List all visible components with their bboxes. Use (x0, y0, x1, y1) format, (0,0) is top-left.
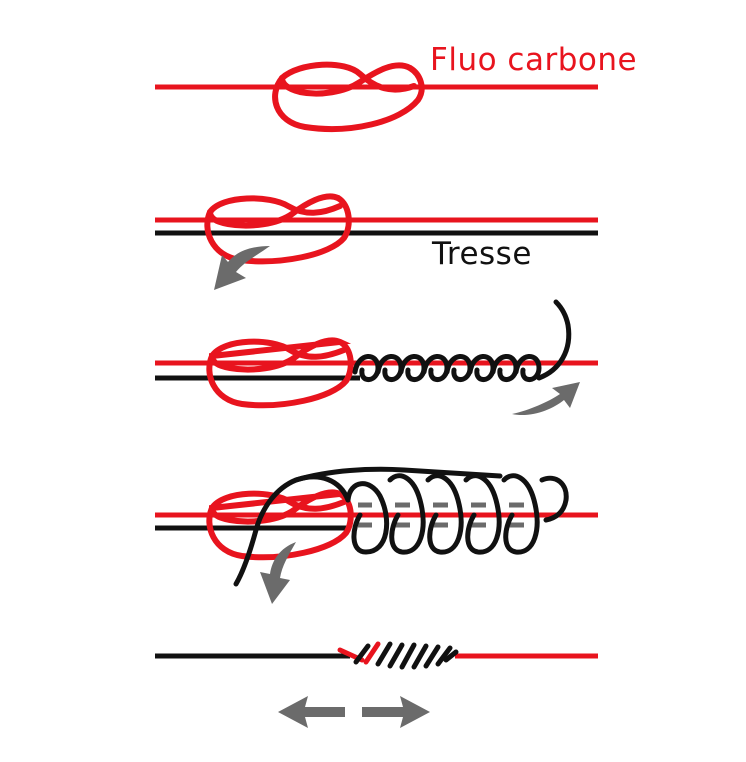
braid-tucked-wraps (358, 502, 524, 528)
finished-knot (337, 641, 459, 670)
fluorocarbon-label: Fluo carbone (430, 42, 638, 78)
braid-label: Tresse (432, 236, 532, 272)
step-2 (155, 193, 598, 290)
step-4 (155, 466, 598, 604)
step-3 (155, 299, 598, 416)
curved-arrow-down-icon (260, 542, 296, 604)
fluorocarbon-knot (206, 337, 354, 409)
fluorocarbon-knot (206, 489, 354, 561)
curved-arrow-down-left-icon (214, 246, 270, 290)
braid-wraps (352, 299, 572, 382)
curved-arrow-up-right-icon (512, 382, 580, 416)
step-5 (155, 641, 598, 728)
fluorocarbon-knot (272, 61, 425, 132)
double-arrow-left-right-icon (278, 696, 430, 728)
fluorocarbon-knot (204, 193, 352, 265)
step-1 (155, 61, 598, 132)
braid-loose-wraps (233, 466, 569, 587)
